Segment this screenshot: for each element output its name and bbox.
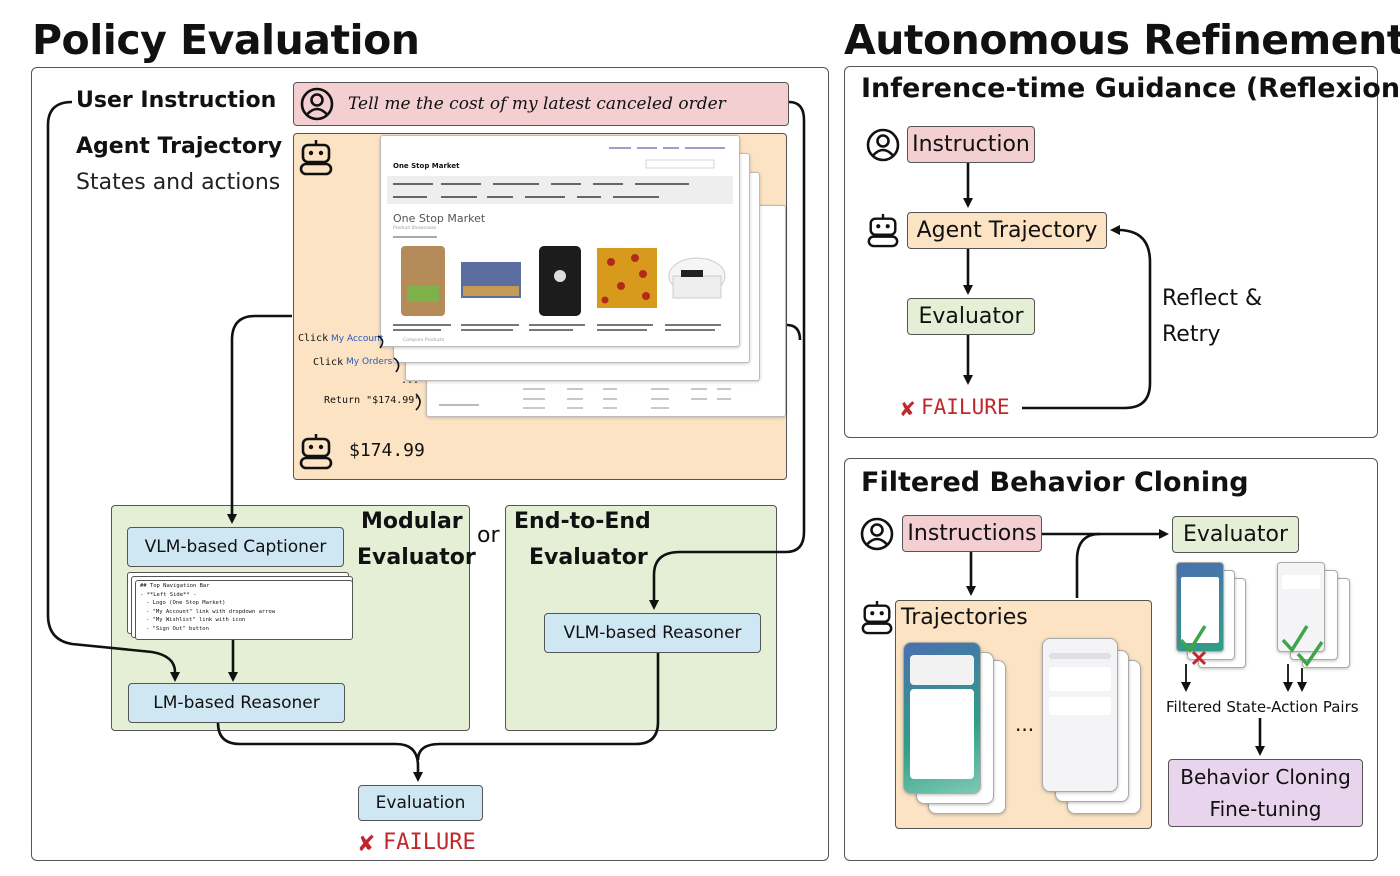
vlm-reasoner-box: VLM-based Reasoner: [544, 613, 761, 653]
caption-line: - **Left Side** -: [140, 591, 197, 598]
phone-screen: [903, 642, 981, 794]
caption-line: - "My Wishlist" link with icon: [146, 617, 246, 623]
action-return: Return "$174.99": [324, 395, 421, 406]
cross-icon: ✘: [357, 832, 376, 857]
reflexion-evaluator-box: Evaluator: [907, 298, 1035, 335]
user-icon: [300, 87, 334, 121]
robot-icon: [867, 213, 899, 248]
caption-line: - Logo (One Stop Market): [146, 600, 226, 606]
bc-line-1: Behavior Cloning: [1180, 765, 1351, 789]
agent-answer: $174.99: [349, 440, 425, 461]
reflexion-failure: FAILURE: [921, 395, 1010, 419]
phone-screen: [1042, 638, 1118, 792]
fbc-evaluator-box: Evaluator: [1172, 516, 1299, 553]
instruction-bar: Tell me the cost of my latest canceled o…: [293, 82, 789, 126]
reflect-retry-2: Retry: [1162, 322, 1221, 347]
bc-finetuning-box: Behavior Cloning Fine-tuning: [1168, 759, 1363, 827]
user-icon: [860, 517, 894, 551]
reflexion-instruction-box: Instruction: [907, 126, 1035, 163]
fbc-title: Filtered Behavior Cloning: [861, 467, 1249, 498]
modular-title-1: Modular: [361, 509, 463, 534]
fbc-instructions-box: Instructions: [902, 515, 1042, 552]
caption-card: ## Top Navigation Bar - **Left Side** - …: [135, 580, 353, 640]
user-instruction-label: User Instruction: [76, 88, 277, 113]
action-1-verb: Click: [298, 333, 329, 344]
reflexion-panel: [844, 66, 1378, 438]
action-2-target: My Orders: [346, 357, 393, 367]
filtered-card: [1277, 562, 1325, 652]
store-showcase: Product Showcases: [393, 226, 437, 231]
states-actions-label: States and actions: [76, 170, 281, 195]
bc-line-2: Fine-tuning: [1209, 797, 1322, 821]
fbc-trajectories-label: Trajectories: [901, 605, 1028, 630]
trajectory-ellipsis: ...: [1015, 712, 1035, 736]
filtered-pairs-label: Filtered State-Action Pairs: [1166, 698, 1359, 716]
lm-reasoner-box: LM-based Reasoner: [128, 683, 345, 723]
action-curly-arrows: [377, 335, 421, 411]
autonomous-refinement-title: Autonomous Refinement: [844, 16, 1400, 64]
user-icon: [866, 128, 900, 162]
robot-icon: [299, 140, 333, 176]
store-compare: Compare Products: [403, 338, 445, 343]
policy-evaluation-title: Policy Evaluation: [32, 16, 420, 64]
screenshot-store: One Stop Market One Stop Market Product …: [380, 135, 740, 347]
evaluation-box: Evaluation: [358, 785, 483, 821]
e2e-title-2: Evaluator: [529, 545, 648, 570]
robot-icon: [861, 600, 893, 635]
caption-line: - "Sign Out" button: [146, 625, 209, 632]
action-ellipsis: ...: [401, 375, 420, 386]
robot-icon: [299, 434, 333, 470]
action-1-target: My Account: [331, 334, 384, 344]
reflexion-trajectory-box: Agent Trajectory: [907, 212, 1107, 249]
modular-title-2: Evaluator: [357, 545, 476, 570]
caption-line: - "My Account" link with dropdown arrow: [146, 608, 276, 615]
cross-icon: ✘: [899, 397, 916, 421]
agent-trajectory-label: Agent Trajectory: [76, 134, 283, 159]
store-logo: One Stop Market: [393, 162, 460, 170]
action-2-verb: Click: [313, 357, 344, 368]
reflexion-title: Inference-time Guidance (Reflexion): [861, 73, 1400, 104]
filtered-card: [1176, 562, 1224, 652]
instruction-text: Tell me the cost of my latest canceled o…: [348, 94, 726, 114]
store-name: One Stop Market: [393, 212, 486, 225]
failure-label: FAILURE: [383, 830, 476, 855]
caption-line: ## Top Navigation Bar: [140, 583, 210, 589]
reflect-retry-1: Reflect &: [1162, 286, 1263, 311]
e2e-title-1: End-to-End: [514, 509, 651, 534]
vlm-captioner-box: VLM-based Captioner: [127, 527, 344, 567]
or-label: or: [477, 523, 500, 548]
